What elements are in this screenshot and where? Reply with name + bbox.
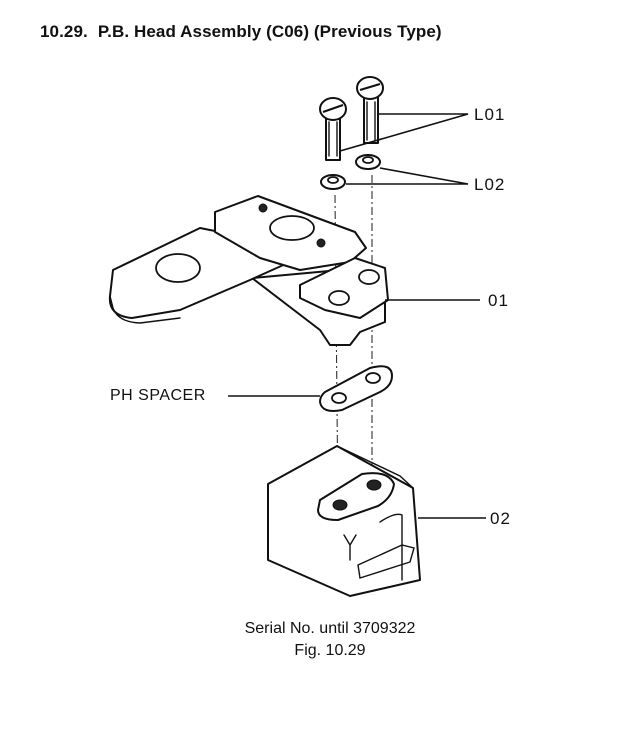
ph-spacer-part [228,365,393,412]
figure-title: 10.29. P.B. Head Assembly (C06) (Previous… [40,22,442,42]
callout-l02: L02 [474,175,506,194]
screw-l01-right [356,76,384,144]
callout-l01: L01 [474,105,506,124]
washer-l02-right [355,154,381,170]
figure-caption-serial: Serial No. until 3709322 [244,620,416,637]
bracket-part-01 [108,195,480,346]
callout-ph-spacer: PH SPACER [110,387,206,404]
screw-l01-left [319,97,347,161]
section-number: 10.29. [40,22,88,41]
callout-02: 02 [490,509,511,528]
head-part-02 [267,445,486,597]
figure-caption-number: Fig. 10.29 [294,642,366,659]
section-title: P.B. Head Assembly (C06) (Previous Type) [97,22,442,41]
washer-l02-left [320,174,346,190]
leader-lines-top [339,113,469,185]
callout-01: 01 [488,291,509,310]
